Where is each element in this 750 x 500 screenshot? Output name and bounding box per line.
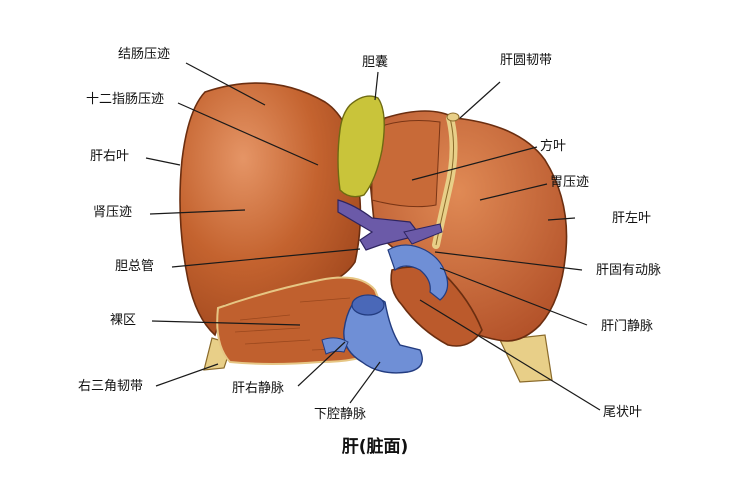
leader-lines [145,62,601,411]
label-gastric-impression: 胃压迹 [550,175,589,190]
inferior-vena-cava-shape [343,297,423,374]
hepatic-artery-shape [403,223,443,245]
left-ligament-tail [499,334,553,383]
right-hepatic-vein-shape [321,337,349,355]
label-bare-area: 裸区 [110,313,136,328]
label-round-ligament: 肝圆韧带 [500,53,552,68]
label-colon-impression: 结肠压迹 [118,47,170,62]
label-hepatic-artery-proper: 肝固有动脉 [596,263,661,278]
label-quadrate-lobe: 方叶 [540,138,566,154]
label-right-hepatic-vein: 肝右静脉 [232,381,284,396]
label-duodenal-impression: 十二指肠压迹 [86,92,164,107]
portal-vein-shape [387,244,449,301]
gallbladder-shape [337,95,385,198]
label-caudate-lobe: 尾状叶 [603,405,642,420]
label-right-triangular-ligament: 右三角韧带 [78,379,143,394]
round-ligament-end [446,112,460,122]
vena-cava-opening [351,294,385,316]
label-right-lobe: 肝右叶 [90,149,129,164]
label-gallbladder: 胆囊 [362,54,388,70]
label-common-bile-duct: 胆总管 [115,259,154,274]
label-portal-vein: 肝门静脉 [601,319,653,334]
label-inferior-vena-cava: 下腔静脉 [314,407,366,422]
label-renal-impression: 肾压迹 [93,205,132,220]
label-left-lobe: 肝左叶 [612,211,651,226]
bile-duct-shape [337,199,422,251]
figure-title: 肝(脏面) [342,436,409,457]
